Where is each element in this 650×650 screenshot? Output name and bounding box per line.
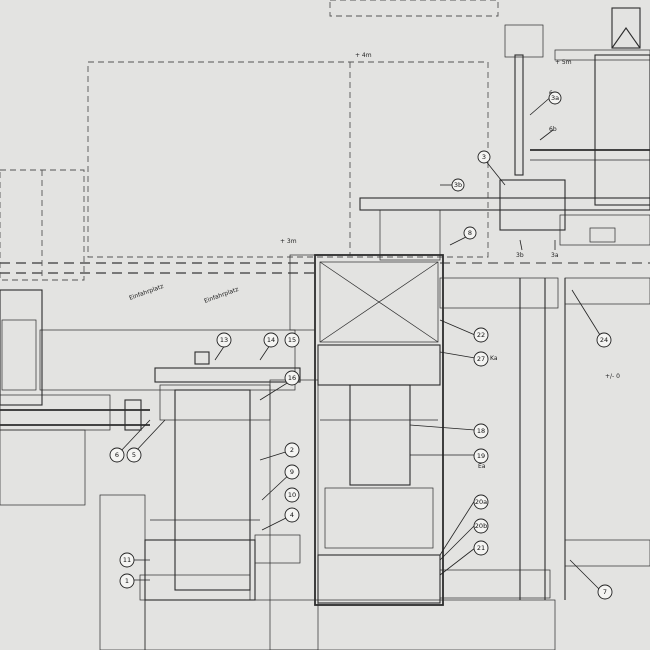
svg-text:7: 7 [603, 588, 607, 596]
callout-24: 24 [596, 332, 612, 348]
svg-text:16: 16 [288, 374, 296, 382]
svg-text:11: 11 [123, 556, 131, 564]
svg-text:10: 10 [288, 491, 296, 499]
callout-27: 27 [473, 351, 489, 367]
callout-3b: 3b [451, 178, 465, 192]
callout-4: 4 [284, 507, 300, 523]
svg-text:8: 8 [468, 229, 472, 237]
plusminus-label: +/- 0 [605, 373, 620, 380]
svg-text:21: 21 [477, 544, 485, 552]
svg-text:2: 2 [290, 446, 294, 454]
svg-text:3b: 3b [454, 181, 462, 189]
top-dashed-box [329, 0, 499, 17]
svg-text:9: 9 [290, 468, 294, 476]
svg-text:5: 5 [132, 451, 136, 459]
callout-2: 2 [284, 442, 300, 458]
callout-14: 14 [263, 332, 279, 348]
dim-mid-label: + 3m [280, 238, 297, 245]
ka-label: Ka [490, 355, 498, 362]
dim-top-label: + 4m [355, 52, 372, 59]
tag-6b: 6b [549, 126, 557, 133]
svg-text:6: 6 [115, 451, 119, 459]
svg-text:13: 13 [220, 336, 228, 344]
callout-22: 22 [473, 327, 489, 343]
tag-3a: 3a [551, 252, 559, 259]
building-outline [87, 61, 489, 258]
svg-text:14: 14 [267, 336, 275, 344]
top-right-machine [359, 7, 650, 261]
right-lanes [439, 277, 650, 600]
left-machine [0, 289, 150, 506]
center-left-conveyor [139, 351, 301, 601]
callout-18: 18 [473, 423, 489, 439]
svg-text:20b: 20b [475, 522, 487, 530]
callout-21: 21 [473, 540, 489, 556]
ea-label: Ea [478, 463, 486, 470]
callout-1: 1 [119, 573, 135, 589]
callout-20b: 20b [473, 518, 489, 534]
callout-3a: 3a [548, 91, 562, 105]
svg-text:27: 27 [477, 355, 485, 363]
callout-16: 16 [284, 370, 300, 386]
callout-19: 19 [473, 448, 489, 464]
dim-right-label: + 5m [555, 59, 572, 66]
callout-13: 13 [216, 332, 232, 348]
svg-text:24: 24 [600, 336, 608, 344]
tag-3b: 3b [516, 252, 524, 259]
svg-text:18: 18 [477, 427, 485, 435]
callout-10: 10 [284, 487, 300, 503]
svg-text:20a: 20a [475, 498, 487, 506]
dashed-band [0, 262, 650, 274]
callout-11: 11 [119, 552, 135, 568]
callout-7: 7 [597, 584, 613, 600]
callout-8: 8 [463, 226, 477, 240]
callout-15: 15 [284, 332, 300, 348]
svg-text:3a: 3a [551, 94, 559, 102]
svg-text:22: 22 [477, 331, 485, 339]
svg-text:1: 1 [125, 577, 129, 585]
svg-text:3: 3 [482, 153, 486, 161]
callout-6: 6 [109, 447, 125, 463]
svg-text:19: 19 [477, 452, 485, 460]
callout-20a: 20a [473, 494, 489, 510]
svg-text:15: 15 [288, 336, 296, 344]
callout-5: 5 [126, 447, 142, 463]
callout-3: 3 [477, 150, 491, 164]
svg-text:4: 4 [290, 511, 294, 519]
callout-9: 9 [284, 464, 300, 480]
